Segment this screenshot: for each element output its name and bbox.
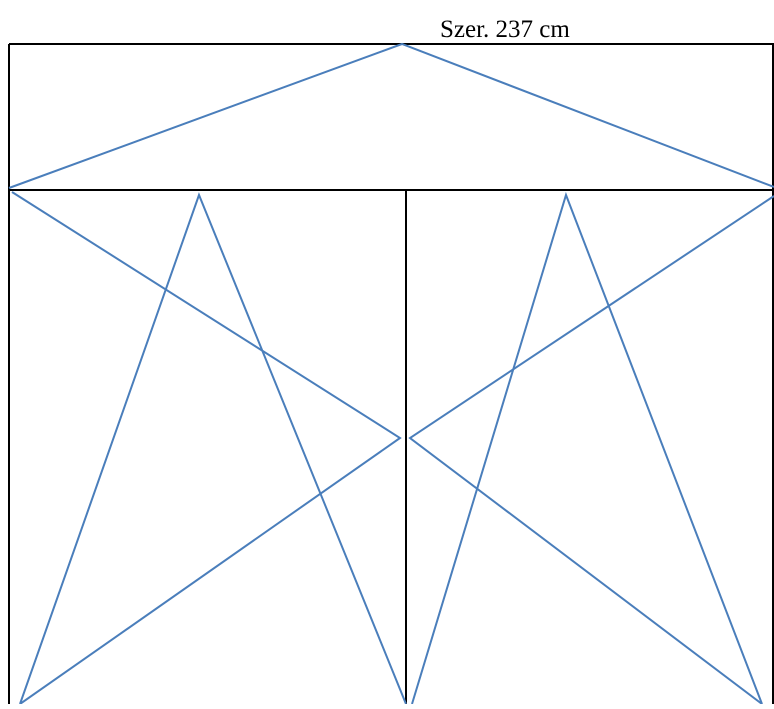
width-label: Szer. 237 cm bbox=[440, 16, 570, 43]
right-sash-side-hung-mark bbox=[408, 195, 774, 705]
transom-opening-mark bbox=[8, 42, 774, 189]
window-frame bbox=[8, 43, 774, 704]
right-sash-opening-marks bbox=[408, 191, 774, 705]
left-sash-tilt-mark bbox=[19, 192, 407, 705]
left-sash-opening-marks bbox=[11, 191, 407, 705]
right-sash-tilt-mark bbox=[411, 191, 763, 705]
left-sash-side-hung-mark bbox=[11, 191, 402, 705]
